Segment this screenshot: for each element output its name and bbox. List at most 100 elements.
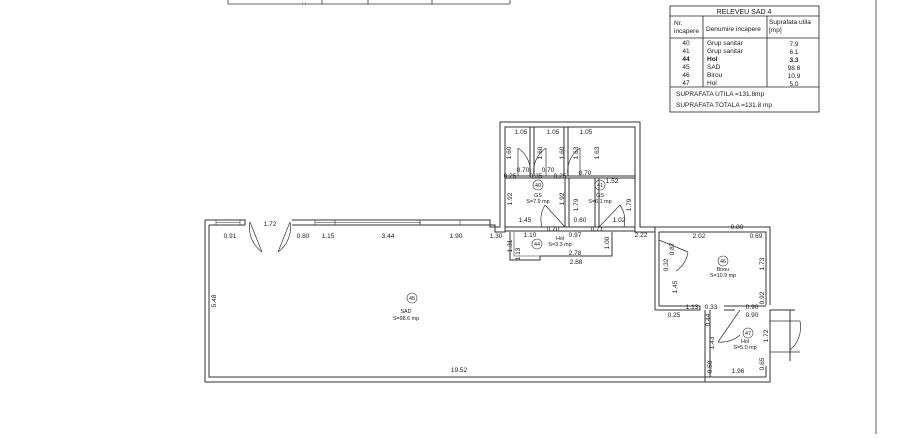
room-44: 44 Hol S=3.3 mp [531,236,572,250]
row-area: 3.3 [789,57,798,64]
previous-table-fragment [227,0,511,5]
row-nr: 46 [682,72,690,79]
room-41: 41 GS S=6.1 mp [588,179,612,205]
room-area: S=10.9 mp [710,273,736,279]
dimension-labels: 0.91 1.72 0.80 1.15 3.44 1.90 1.30 1.10 … [224,129,763,375]
room-name: Hol [741,339,749,345]
dimension: 0.97 [569,232,582,239]
row-area: 7.9 [789,41,798,48]
row-nr: 40 [682,40,690,47]
legend-util-total: SUPRAFATA UTILA =131.8mp [676,91,764,98]
dimension: 0.25 [504,173,517,180]
row-nr: 45 [682,64,690,71]
dimension: 0.80 [297,233,310,240]
dimension: 2.02 [693,233,706,240]
dimension: 2.78 [569,250,582,257]
dimension: 0.87 [669,242,676,255]
dimension: 1.79 [626,198,633,211]
walls [204,121,795,383]
dimension: 1.96 [732,368,745,375]
dimension: 1.10 [524,232,537,239]
dimension: 1.92 [507,192,514,205]
dimension: 1.30 [490,233,503,240]
dimension: 0.71 [591,226,604,233]
dimension: 1.72 [264,221,277,228]
dimension: 1.45 [519,217,532,224]
room-name: GS [596,193,604,199]
room-area: S=98.6 mp [393,316,419,322]
room-name: GS [534,193,542,199]
room-area: S=3.3 mp [548,242,571,248]
row-name: Hol [707,80,717,87]
dimension: 0.90 [746,304,759,311]
dimension: 1.13 [515,247,522,260]
dimension: 0.80 [731,224,744,231]
dimension: 0.91 [224,233,237,240]
dimension: 0.60 [574,217,587,224]
room-name: Hol [556,236,564,242]
dimension: 0.70 [542,167,555,174]
dimension-labels-vertical: 5.48 1.60 1.60 1.60 1.63 1.63 1.92 1.92 … [211,146,770,373]
room-40: 40 GS S=7.9 mp [526,179,550,205]
dimension: 1.15 [322,233,335,240]
dimension: 1.90 [450,233,463,240]
row-area: 6.1 [789,49,798,56]
dimension: 0.32 [663,258,670,271]
dimension: 1.92 [559,192,566,205]
legend-table [669,5,820,113]
row-nr: 44 [682,56,690,63]
row-area: 10.9 [788,73,801,80]
room-number: 40 [535,183,541,189]
dimension: 1.02 [613,217,626,224]
window-top [314,219,461,226]
dimension: 0.33 [705,304,718,311]
row-name: Grup sanitar [707,48,744,55]
row-name: Birou [707,72,723,79]
room-name: SAD [400,309,411,315]
dimension: 1.73 [759,257,766,270]
dimension: 0.90 [746,312,759,319]
dimension: 1.05 [580,129,593,136]
row-name: SAD [707,64,721,71]
legend-total: SUPRAFATA TOTALA =131.8 mp [676,102,772,109]
dimension: 1.63 [594,146,601,159]
row-name: Hol [707,56,718,63]
room-46: 46 Birou S=10.9 mp [710,255,736,279]
room-number: 45 [409,296,415,302]
fragment-text: , , [302,0,307,5]
dimension: 1.13 [686,304,699,311]
dimension: 1.52 [606,178,619,185]
room-area: S=6.1 mp [588,199,611,205]
dimension: 1.79 [573,198,580,211]
dimension: 0.25 [668,312,681,319]
legend-title: RELEVEU SAD 4 [717,9,772,16]
dimension: 0.70 [517,167,530,174]
row-nr: 47 [682,80,690,87]
dimension: 1.00 [604,236,611,249]
dimension: 1.45 [672,280,679,293]
dimension: 0.35 [530,173,543,180]
dimension: 2.88 [570,259,583,266]
room-area: S=7.9 mp [526,199,549,205]
dimension: 0.44 [705,313,712,326]
legend-header-nr: Nr.incapere [674,20,699,35]
room-area: S=5.0 mp [733,345,756,351]
row-nr: 41 [682,48,690,55]
dimension: 19.52 [451,367,468,374]
dimension: 1.60 [537,146,544,159]
legend-header-area: Suprafata utila[mp] [769,19,811,34]
dimension: 0.65 [759,357,766,370]
legend-rows: 40 Grup sanitar 7.9 41 Grup sanitar 6.1 … [682,40,800,88]
row-area: 98.6 [788,65,801,72]
dimension: 2.22 [635,232,648,239]
room-47: 47 Hol S=5.0 mp [733,327,757,351]
dimension: 1.05 [547,129,560,136]
dimension: 0.70 [547,226,560,233]
room-45: 45 SAD S=98.6 mp [393,292,419,322]
dimension: 1.72 [763,329,770,342]
dimension: 0.25 [554,173,567,180]
dimension: 0.69 [750,233,763,240]
room-name: Birou [717,267,730,273]
dimension: 1.60 [559,146,566,159]
